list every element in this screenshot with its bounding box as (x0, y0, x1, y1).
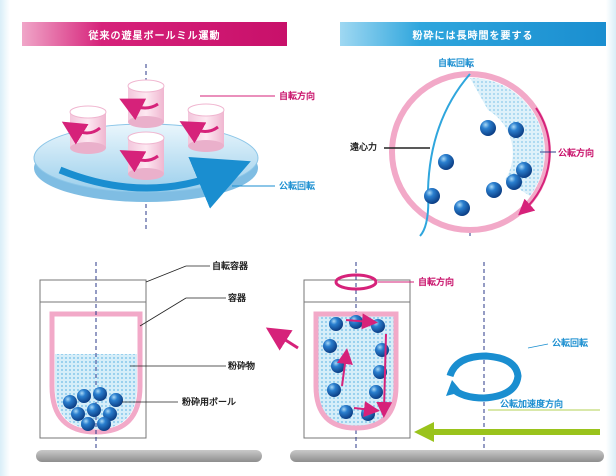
label-revolution-direction-circle: 公転方向 (558, 149, 595, 159)
label-rotation-circle: 自転回転 (438, 59, 475, 69)
label-centrifugal-force: 遠心力 (350, 143, 378, 153)
grinding-vessel-crosssection (384, 64, 556, 238)
label-revolution-acceleration: 公転加速度方向 (500, 400, 564, 410)
label-container: 容器 (228, 294, 247, 304)
label-ground-material: 粉砕物 (228, 362, 256, 372)
banner-conventional-motion: 従来の遊星ボールミル運動 (22, 22, 287, 46)
label-rotating-container: 自転容器 (212, 262, 249, 272)
container-illustration-right (290, 262, 604, 462)
transition-arrow (265, 327, 299, 351)
banner-long-grinding: 粉砕には長時間を要する (340, 22, 606, 46)
label-revolution-bottom: 公転回転 (552, 339, 589, 349)
container-illustration-left (36, 262, 262, 462)
label-revolution-top: 公転回転 (279, 182, 316, 192)
planetary-disc-illustration (33, 64, 275, 232)
label-rotation-direction-bottom: 自転方向 (418, 278, 455, 288)
label-grinding-balls: 粉砕用ボール (182, 398, 237, 408)
label-rotation-direction-top: 自転方向 (279, 92, 316, 102)
